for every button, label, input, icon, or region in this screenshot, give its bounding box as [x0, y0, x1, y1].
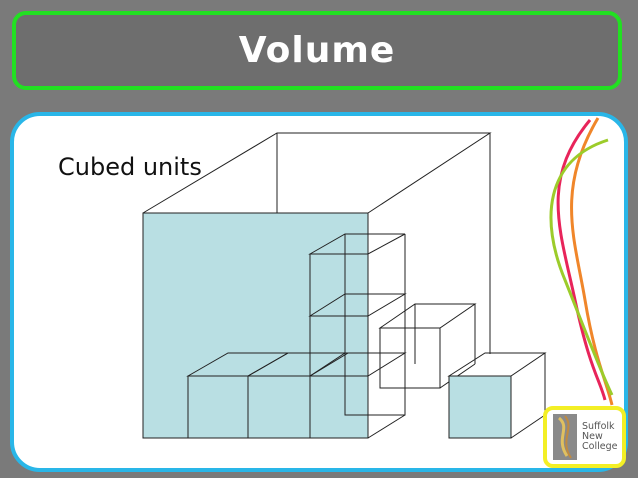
unit-cubes	[186, 233, 547, 439]
slide-subtitle: Cubed units	[58, 153, 202, 181]
decorative-waves	[549, 117, 614, 406]
logo-line-1: Suffolk	[582, 421, 615, 432]
logo-text: Suffolk New College	[582, 422, 617, 452]
college-logo: Suffolk New College	[543, 406, 626, 468]
title-banner: Volume	[12, 11, 622, 90]
slide-title: Volume	[238, 30, 396, 71]
logo-icon	[553, 414, 577, 460]
logo-line-2: New	[582, 431, 603, 442]
logo-line-3: College	[582, 441, 618, 452]
